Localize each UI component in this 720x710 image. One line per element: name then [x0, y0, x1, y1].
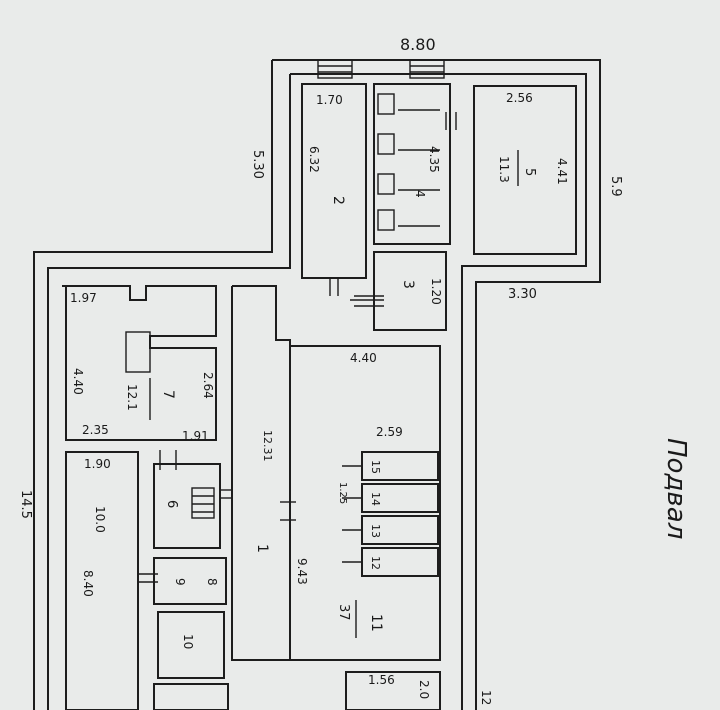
room-label-6: 6 — [164, 500, 179, 508]
room-8-9 — [153, 557, 227, 605]
dim-big-top: 4.40 — [350, 351, 377, 365]
room-2 — [301, 83, 367, 279]
dim-r4-len: 4.35 — [427, 146, 441, 173]
room-7 — [62, 285, 217, 441]
corridor — [231, 285, 291, 661]
room-area-5: 11.3 — [497, 156, 511, 183]
dim-big-left: 9.43 — [295, 558, 309, 585]
dim-r6-top: 1.91 — [182, 429, 209, 443]
dim-left-top: 1.90 — [84, 457, 111, 471]
dim-small-top: 2.59 — [376, 425, 403, 439]
dim-left-side: 8.40 — [81, 570, 95, 597]
room-area-left: 10.0 — [93, 506, 107, 533]
room-label-14: 14 — [369, 492, 382, 506]
room-left — [65, 451, 139, 710]
room-label-7: 7 — [160, 390, 176, 399]
outer-walls — [33, 59, 601, 710]
room-label-15: 15 — [369, 460, 382, 474]
room-label-2: 2 — [330, 196, 346, 205]
room-label-13: 13 — [369, 524, 382, 538]
dim-14-5: 14.5 — [18, 490, 33, 519]
room-label-11: 11 — [368, 614, 384, 632]
room-3 — [373, 251, 447, 331]
dim-br-side: 2.0 — [417, 680, 431, 699]
cabin-doors — [342, 465, 362, 563]
dim-12: 12 — [479, 690, 493, 705]
dim-br-top: 1.56 — [368, 673, 395, 687]
room-11 — [290, 345, 441, 661]
dim-r7-right: 2.64 — [201, 372, 215, 399]
room-area-11: 37 — [336, 604, 351, 621]
room-label-10: 10 — [181, 634, 195, 649]
dim-small-side: 1.25 — [337, 482, 348, 504]
room-4 — [373, 83, 451, 245]
toilet-fixtures — [377, 93, 440, 231]
room-label-4: 4 — [413, 190, 427, 198]
dim-corridor: 12.31 — [261, 430, 274, 462]
dim-left-5-30: 5.30 — [250, 150, 265, 179]
dim-r2-top: 1.70 — [316, 93, 343, 107]
room-label-12: 12 — [369, 556, 382, 570]
stair-marks — [317, 59, 445, 79]
dim-r5-side: 4.41 — [555, 158, 569, 185]
dim-r7-top: 1.97 — [70, 291, 97, 305]
dim-r2-len: 6.32 — [307, 146, 321, 173]
room-label-1: 1 — [254, 544, 270, 553]
dim-3-30: 3.30 — [508, 287, 537, 302]
room-label-9: 9 — [173, 578, 187, 586]
room-bottom-left — [153, 683, 229, 710]
dim-top: 8.80 — [400, 35, 436, 54]
room-label-3: 3 — [400, 280, 416, 289]
door-marks — [329, 112, 457, 307]
room-5 — [473, 85, 577, 255]
room-label-8: 8 — [205, 578, 219, 586]
dim-r5-top: 2.56 — [506, 91, 533, 105]
room-label-5: 5 — [522, 168, 537, 176]
room-area-7: 12.1 — [125, 384, 139, 411]
dim-r7-bottom: 2.35 — [82, 423, 109, 437]
room-bottom — [345, 671, 441, 710]
room-10 — [157, 611, 225, 679]
plan-title: Подвал — [661, 438, 691, 539]
room-6 — [153, 463, 221, 549]
dim-right-5-9: 5.9 — [608, 176, 623, 197]
dim-r7-left: 4.40 — [71, 368, 85, 395]
door-marks-left — [138, 450, 296, 583]
dim-r3-side: 1.20 — [429, 278, 443, 305]
